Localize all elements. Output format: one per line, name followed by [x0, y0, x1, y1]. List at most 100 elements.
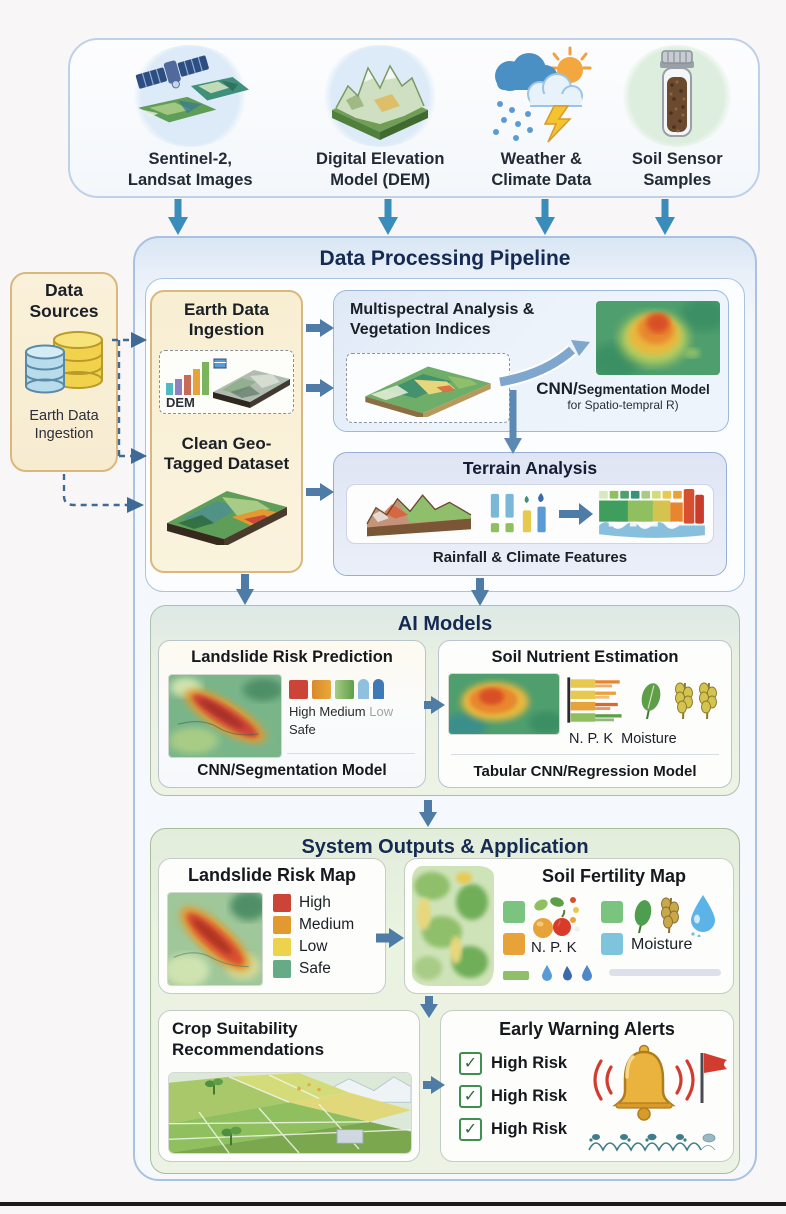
leaf-icons [641, 682, 717, 720]
climate-features-icon [490, 492, 546, 533]
ndvi-heatmap-image [596, 301, 720, 375]
source-label-soil: Soil Sensor Samples [631, 150, 723, 189]
fertility-map-image [412, 866, 494, 986]
arrow-multispectral-internal [498, 340, 590, 389]
legend-row-high: High [273, 894, 354, 912]
crop-title: Crop Suitability Recommendations [172, 1019, 325, 1060]
ai-models-title: AI Models [397, 613, 493, 635]
p-orange-swatch [503, 933, 525, 955]
source-soil: Soil Sensor Samples [615, 45, 740, 190]
medium-swatch [273, 916, 291, 934]
source-satellite: Sentinel-2, Landsat Images [88, 45, 292, 190]
early-warning-card: Early Warning Alerts ✓ High Risk ✓ High … [440, 1010, 734, 1162]
checkbox-icon: ✓ [459, 1085, 482, 1108]
safe-swatch [273, 960, 291, 978]
source-label-satellite: Sentinel-2, Landsat Images [127, 150, 253, 189]
arrow-crop-to-alerts [423, 1076, 445, 1094]
clean-dataset-slab-icon [152, 483, 301, 550]
risk-map-image [168, 893, 262, 985]
source-label-weather: Weather & Climate Data [491, 150, 592, 189]
high-swatch [289, 680, 308, 699]
vegetation-slab-icon [365, 366, 491, 417]
alert-row-2: ✓ High Risk [459, 1085, 567, 1108]
risk-map-title: Landslide Risk Map [187, 865, 357, 885]
database-icon [12, 326, 116, 403]
arrow-riskmap-to-fertility [376, 928, 404, 948]
data-sources-box: Data Sources Earth Data Ingestion [10, 272, 118, 472]
npk-fruit-icons [533, 897, 580, 938]
prediction-legend-text: High Medium Low Safe [289, 704, 394, 737]
arrow-maps-to-bottom-row [420, 996, 438, 1018]
arrow-clean-to-terrain [306, 483, 334, 501]
dashed-datasource-links [62, 338, 131, 507]
terrain-analysis-box: Terrain Analysis [333, 452, 727, 576]
multispectral-model-label: CNN/Segmentation Model for Spatio-tempra… [536, 379, 710, 413]
bar-chart-icon [166, 358, 227, 395]
arrow-earth-to-ai [236, 574, 254, 605]
arrow-ai-to-outputs [419, 800, 437, 827]
landslide-prediction-map-image [169, 675, 281, 757]
clean-dataset-title: Clean Geo- Tagged Dataset [163, 433, 290, 474]
divider [287, 753, 415, 754]
medium-swatch [312, 680, 331, 699]
safe-green-swatch [335, 680, 354, 699]
k-green-swatch [601, 901, 623, 923]
terrain-title: Terrain Analysis [462, 458, 598, 478]
legend-row-medium: Medium [273, 916, 354, 934]
multispectral-box: Multispectral Analysis & Vegetation Indi… [333, 290, 729, 432]
soil-heatmap-image [449, 674, 559, 734]
alert-row-3: ✓ High Risk [459, 1118, 567, 1141]
prediction-legend-swatches [289, 679, 384, 699]
fertility-map-title: Soil Fertility Map [541, 866, 687, 886]
dem-preview-box: DEM [159, 349, 294, 414]
risk-map-legend: High Medium Low Safe [273, 894, 354, 982]
checkbox-icon: ✓ [459, 1118, 482, 1141]
soil-fertility-map-card: Soil Fertility Map N. P. K [404, 858, 734, 994]
arrow-terrain-to-ai [471, 578, 489, 606]
soil-estimation-title: Soil Nutrient Estimation [491, 648, 679, 666]
divider [451, 754, 719, 755]
data-sources-caption: Earth Data Ingestion [29, 408, 99, 443]
small-green-bar [503, 971, 529, 980]
dem-slab-icon [213, 369, 290, 408]
arrow-sources-down [168, 199, 675, 235]
satellite-imagery-icon [131, 45, 250, 148]
transform-arrow-icon [559, 503, 593, 525]
landslide-model-label: CNN/Segmentation Model [197, 762, 387, 779]
terrain-caption: Rainfall & Climate Features [432, 549, 628, 566]
farmland-image [169, 1073, 411, 1153]
low-pill-light [358, 679, 369, 699]
multispectral-title: Multispectral Analysis & Vegetation Indi… [350, 301, 535, 338]
arrow-multispectral-to-terrain [504, 390, 522, 454]
plant-sprigs-icon [588, 1133, 716, 1152]
source-dem: Digital Elevation Model (DEM) [292, 45, 468, 190]
soil-npk-label: N. P. K Moisture [569, 731, 677, 747]
dem-terrain-icon [321, 45, 440, 148]
source-weather: Weather & Climate Data [468, 45, 615, 190]
crop-suitability-card: Crop Suitability Recommendations [158, 1010, 420, 1162]
landslide-prediction-title: Landslide Risk Prediction [191, 648, 393, 666]
weather-icon [481, 45, 601, 147]
moisture-icons [634, 895, 715, 937]
low-swatch [273, 938, 291, 956]
fertility-npk-label: N. P. K [531, 939, 577, 956]
data-sources-title: Data Sources [29, 280, 99, 321]
soil-model-label: Tabular CNN/Regression Model [473, 763, 697, 780]
earth-data-ingestion-box: Earth Data Ingestion DEM Clean Geo- [150, 290, 303, 573]
landslide-risk-map-card: Landslide Risk Map High [158, 858, 386, 994]
arrow-landslide-to-soil [424, 696, 445, 714]
pipeline-title: Data Processing Pipeline [319, 247, 571, 270]
fertility-moisture-label: Moisture [631, 936, 693, 953]
system-outputs-title: System Outputs & Application [301, 836, 589, 858]
source-label-dem: Digital Elevation Model (DEM) [316, 150, 445, 189]
n-green-swatch [503, 901, 525, 923]
high-swatch [273, 894, 291, 912]
feature-gradient-strip-icon [599, 489, 705, 538]
alert-bell-icon [593, 1044, 695, 1121]
alert-row-1: ✓ High Risk [459, 1052, 567, 1075]
arrow-earth-to-multispectral [306, 319, 334, 397]
checkbox-icon: ✓ [459, 1052, 482, 1075]
alert-flag-icon [700, 1053, 727, 1103]
moisture-blue-swatch [601, 933, 623, 955]
